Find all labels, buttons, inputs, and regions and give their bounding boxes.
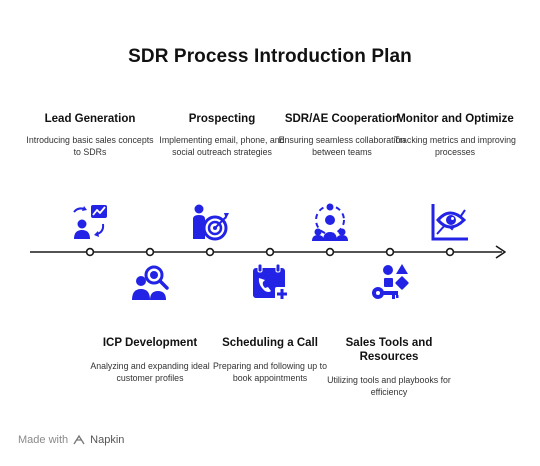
timeline-arrowhead xyxy=(495,245,506,259)
timeline-dot xyxy=(385,247,395,257)
step-description: Preparing and following up to book appoi… xyxy=(213,361,327,383)
icp-search-icon xyxy=(132,265,169,300)
step-description: Implementing email, phone, and social ou… xyxy=(159,135,285,157)
step-title: SDR/AE Cooperation xyxy=(284,113,400,125)
step-title: Prospecting xyxy=(188,113,256,125)
timeline-dot xyxy=(145,247,155,257)
step-title: Sales Tools and Resources xyxy=(345,337,433,363)
timeline-dot xyxy=(445,247,455,257)
lead-generation-icon xyxy=(73,205,107,239)
page-title: SDR Process Introduction Plan xyxy=(128,46,412,67)
monitor-eye-chart-icon xyxy=(431,204,468,241)
footer-prefix: Made with xyxy=(18,434,69,446)
step-title: Lead Generation xyxy=(44,113,136,125)
step-description: Utilizing tools and playbooks for effici… xyxy=(327,375,451,397)
napkin-logo-icon xyxy=(73,434,85,445)
step-scheduling-call: Scheduling a Call Preparing and followin… xyxy=(205,336,335,384)
step-title: Scheduling a Call xyxy=(222,337,318,349)
timeline-dot xyxy=(325,247,335,257)
step-sdr-ae-cooperation: SDR/AE Cooperation Ensuring seamless col… xyxy=(277,98,407,158)
step-monitor-optimize: Monitor and Optimize Tracking metrics an… xyxy=(390,98,520,158)
tools-key-shapes-icon xyxy=(372,264,409,299)
step-icp-development: ICP Development Analyzing and expanding … xyxy=(85,336,215,384)
timeline-dot xyxy=(85,247,95,257)
footer-brand: Napkin xyxy=(90,434,125,446)
step-title: Monitor and Optimize xyxy=(396,113,514,125)
timeline-dot xyxy=(205,247,215,257)
footer: Made with Napkin xyxy=(18,434,124,446)
step-description: Ensuring seamless collaboration between … xyxy=(278,135,406,157)
step-prospecting: Prospecting Implementing email, phone, a… xyxy=(157,98,287,158)
team-cooperation-icon xyxy=(312,203,348,241)
step-sales-tools: Sales Tools and Resources Utilizing tool… xyxy=(324,336,454,398)
step-description: Tracking metrics and improving processes xyxy=(394,135,516,157)
timeline-dot xyxy=(265,247,275,257)
step-lead-generation: Lead Generation Introducing basic sales … xyxy=(25,98,155,158)
calendar-phone-icon xyxy=(253,263,289,301)
prospecting-target-icon xyxy=(193,204,229,241)
step-description: Introducing basic sales concepts to SDRs xyxy=(26,135,154,157)
step-title: ICP Development xyxy=(102,337,198,349)
step-description: Analyzing and expanding ideal customer p… xyxy=(90,361,210,383)
